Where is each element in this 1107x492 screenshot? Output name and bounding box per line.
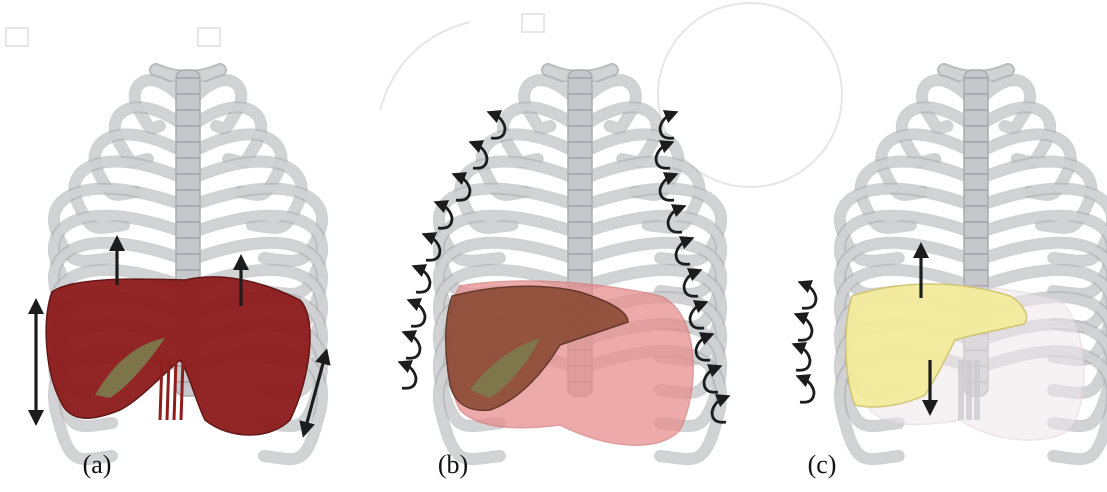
curved-arrow	[798, 316, 812, 340]
vessel-line	[167, 360, 169, 420]
curved-arrow	[411, 302, 425, 326]
curved-arrow	[416, 268, 430, 292]
panel-label-c: (c)	[782, 450, 862, 480]
vessel-line	[174, 360, 176, 420]
panel-label-b: (b)	[413, 450, 493, 480]
curved-arrow	[802, 284, 816, 308]
panel-b-ribcage-with-liver	[402, 70, 726, 459]
vessel-shape	[966, 360, 972, 420]
vessel-shape	[958, 360, 964, 420]
curved-arrow	[800, 378, 814, 402]
panel-a-ribcage-with-liver	[36, 70, 325, 459]
panel-label-a: (a)	[57, 450, 137, 480]
curved-arrow	[796, 346, 810, 370]
panel-c-ribcage-with-liver	[796, 70, 1107, 459]
vessel-shape	[974, 360, 980, 420]
curved-arrow	[406, 334, 420, 358]
curved-arrow	[402, 364, 416, 388]
vessel-line	[181, 360, 183, 420]
vessel-line	[160, 360, 162, 420]
liver-shape	[46, 277, 310, 435]
